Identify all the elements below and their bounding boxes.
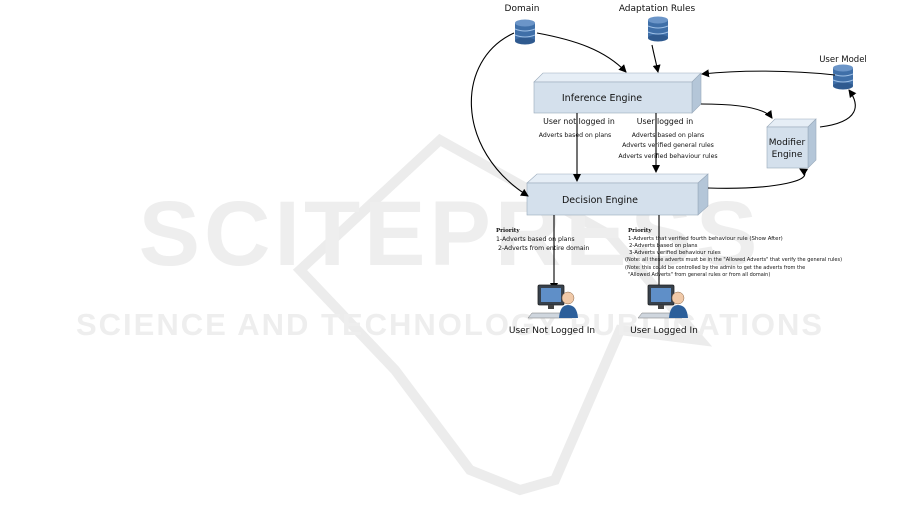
modifier-engine-label-2: Engine	[772, 150, 803, 160]
domain-to-inference-arrow	[536, 32, 627, 73]
priority-right-line5: (Note: this could be controlled by the a…	[625, 265, 805, 271]
connectors	[470, 32, 857, 299]
inference-to-modifier-arrow	[700, 103, 773, 119]
priority-right-line4: (Note: all these adverts must be in the …	[625, 257, 842, 263]
adaptation-rules-database-icon	[647, 16, 669, 42]
inference-engine-label: Inference Engine	[562, 93, 642, 104]
logged-edge-line3: Adverts verified behaviour rules	[618, 153, 717, 160]
logged-edge-line1: Adverts based on plans	[632, 132, 705, 139]
modifier-engine-label-1: Modifier	[769, 138, 806, 148]
priority-right-line2: 2-Adverts based on plans	[629, 243, 698, 249]
decision-to-modifier-arrow	[707, 168, 809, 189]
user-model-database-icon	[832, 64, 854, 90]
inference-engine-box: Inference Engine	[533, 72, 702, 114]
domain-label: Domain	[505, 4, 540, 14]
domain-to-decision-arrow	[470, 32, 529, 197]
watermark-sub: SCIENCE AND TECHNOLOGY PUBLICATIONS	[76, 307, 824, 342]
usermodel-to-inference-arrow	[701, 69, 836, 78]
priority-right-title: Priority	[628, 228, 652, 234]
logged-edge-title: User logged in	[637, 117, 693, 126]
modifier-to-usermodel-arrow	[819, 89, 857, 128]
user-logged-in-label: User Logged In	[630, 326, 698, 336]
user-logged-in-computer-icon	[637, 284, 688, 319]
priority-right-line1: 1-Adverts that verified fourth behaviour…	[628, 236, 783, 242]
decision-engine-label: Decision Engine	[562, 195, 638, 206]
logged-edge-line2: Adverts verified general rules	[622, 142, 714, 149]
user-not-logged-in-computer-icon	[527, 284, 578, 319]
user-model-label: User Model	[819, 55, 867, 65]
modifier-engine-box: Modifier Engine	[766, 118, 817, 169]
priority-left-title: Priority	[496, 228, 520, 234]
priority-left-line2: 2-Adverts from entire domain	[498, 245, 589, 252]
adaptation-rules-label: Adaptation Rules	[619, 4, 696, 14]
priority-right-line3: 3-Adverts verified behaviour rules	[629, 250, 721, 256]
domain-database-icon	[514, 19, 536, 45]
priority-left-line1: 1-Adverts based on plans	[496, 236, 575, 243]
not-logged-edge-line1: Adverts based on plans	[539, 132, 612, 139]
rules-to-inference-arrow	[651, 44, 661, 73]
not-logged-edge-title: User not logged in	[543, 117, 615, 126]
user-not-logged-in-label: User Not Logged In	[509, 326, 595, 336]
decision-engine-box: Decision Engine	[526, 173, 709, 216]
priority-right-line6: "Allowed Adverts" from general rules or …	[628, 272, 770, 278]
